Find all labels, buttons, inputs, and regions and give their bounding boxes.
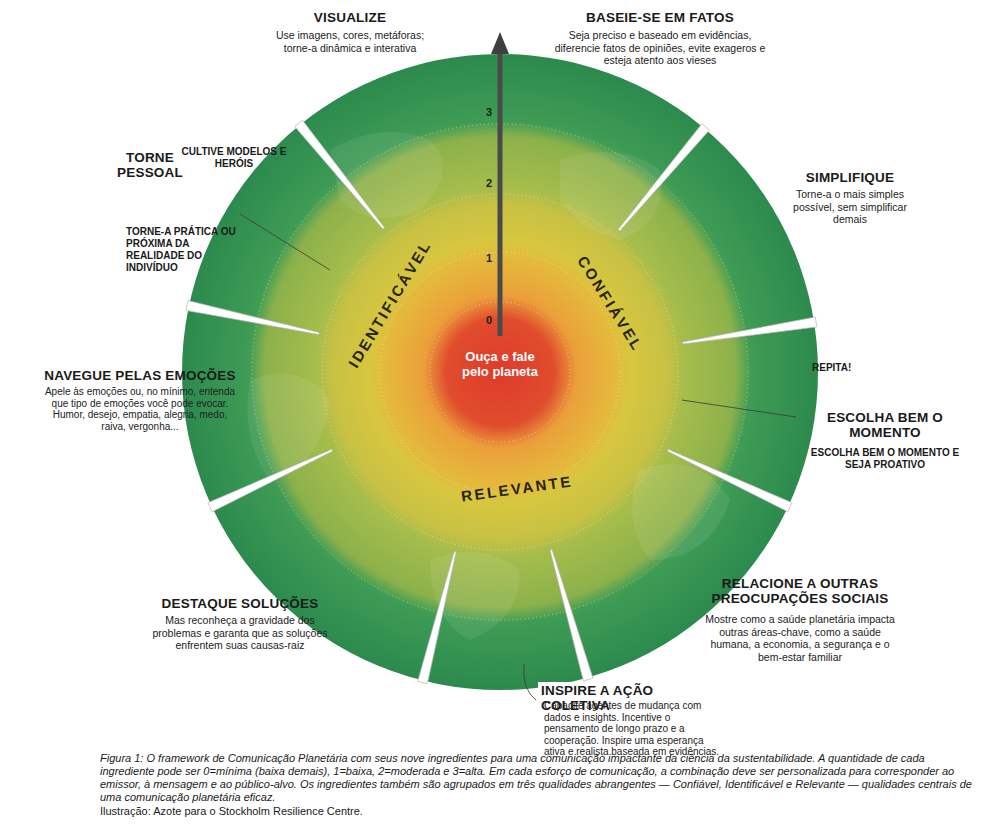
ingredient-description: Use imagens, cores, metáforas; torne-a d… bbox=[270, 29, 430, 54]
ingredient-heading: REPITA! bbox=[812, 362, 882, 374]
ingredient-description: Apele às emoções ou, no mínimo, entenda … bbox=[40, 386, 240, 432]
quality-label: IDENTIFICÁVEL bbox=[345, 237, 436, 371]
scale-number: 3 bbox=[478, 106, 492, 118]
scale-number: 1 bbox=[478, 252, 492, 264]
sector-spoke bbox=[418, 551, 457, 683]
sector-spoke bbox=[550, 550, 593, 681]
sector-spoke bbox=[208, 449, 333, 512]
ingredient-heading: ESCOLHA BEM O MOMENTO bbox=[805, 410, 965, 440]
scale-number: 0 bbox=[478, 314, 492, 326]
sector-spoke bbox=[618, 124, 709, 231]
quality-label: RELEVANTE bbox=[460, 472, 574, 505]
ingredient-description: Capacite agentes de mudança com dados e … bbox=[544, 700, 722, 758]
sector-spoke bbox=[295, 120, 385, 229]
ingredient-heading: BASEIE-SE EM FATOS bbox=[540, 10, 780, 25]
ingredient-heading: RELACIONE A OUTRAS PREOCUPAÇÕES SOCIAIS bbox=[700, 576, 900, 606]
ingredient-heading: NAVEGUE PELAS EMOÇÕES bbox=[38, 368, 242, 383]
center-message: Ouça e fale pelo planeta bbox=[458, 349, 542, 379]
sub-ingredient-heading: TORNE-A PRÁTICA OU PRÓXIMA DA REALIDADE … bbox=[126, 226, 238, 274]
scale-number: 2 bbox=[478, 177, 492, 189]
ingredient-heading: SIMPLIFIQUE bbox=[775, 170, 925, 185]
scale-arrow bbox=[491, 32, 509, 336]
quality-label: CONFIÁVEL bbox=[573, 253, 646, 355]
center-circle: Ouça e fale pelo planeta bbox=[442, 306, 558, 422]
ingredient-description: ESCOLHA BEM O MOMENTO E SEJA PROATIVO bbox=[805, 447, 965, 471]
ingredient-description: Mostre como a saúde planetária impacta o… bbox=[705, 613, 895, 663]
sector-spoke bbox=[683, 317, 817, 344]
illustration-credit: Ilustração: Azote para o Stockholm Resil… bbox=[100, 805, 980, 818]
ingredient-heading: DESTAQUE SOLUÇÕES bbox=[140, 596, 340, 611]
ingredient-heading: VISUALIZE bbox=[250, 10, 450, 25]
ingredient-description: Mas reconheça a gravidade dos problemas … bbox=[150, 614, 330, 652]
figure-caption: Figura 1: O framework de Comunicação Pla… bbox=[100, 752, 980, 804]
ingredient-description: Torne-a o mais simples possível, sem sim… bbox=[780, 188, 920, 226]
map-texture bbox=[248, 132, 731, 640]
sub-ingredient-heading: CULTIVE MODELOS E HERÓIS bbox=[180, 146, 288, 170]
sector-spoke bbox=[667, 449, 792, 512]
ingredient-description: Seja preciso e baseado em evidências, di… bbox=[545, 29, 775, 67]
sector-spoke bbox=[186, 301, 319, 335]
